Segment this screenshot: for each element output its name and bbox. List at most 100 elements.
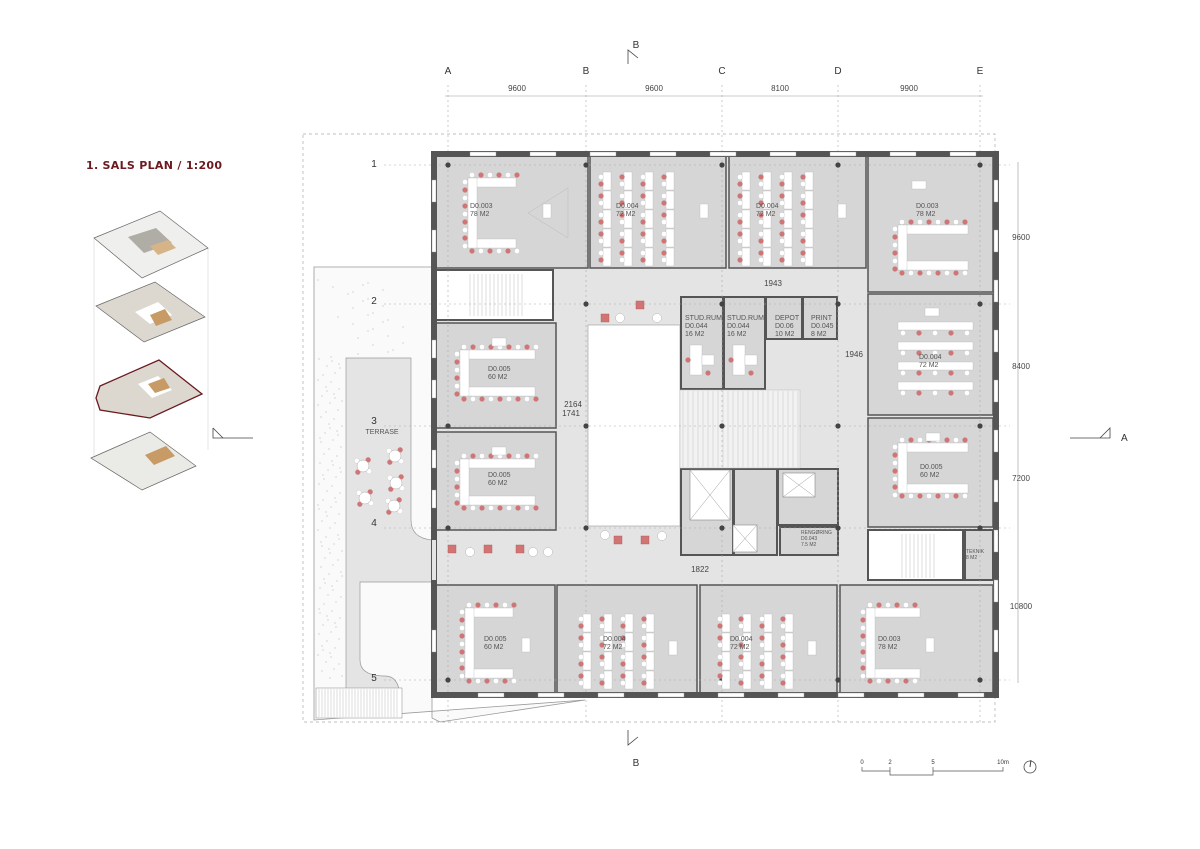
vegetation — [352, 323, 354, 325]
chair — [515, 453, 521, 459]
ground-level — [90, 431, 197, 491]
structural-column — [835, 677, 841, 683]
vegetation — [339, 617, 341, 619]
chair — [506, 396, 512, 402]
vegetation — [367, 314, 369, 316]
chair — [705, 370, 711, 376]
chair — [479, 344, 485, 350]
desk — [582, 670, 592, 690]
chair — [758, 193, 764, 199]
dimension-label: 9600 — [1012, 233, 1030, 242]
desk — [623, 190, 633, 210]
chair — [885, 602, 891, 608]
vegetation — [321, 670, 323, 672]
vegetation — [324, 557, 326, 559]
structural-column — [583, 423, 589, 429]
chair — [717, 616, 723, 622]
chair — [497, 396, 503, 402]
window — [477, 692, 505, 698]
desk — [897, 483, 969, 494]
desk — [603, 651, 613, 671]
chair — [454, 391, 460, 397]
structural-column — [719, 525, 725, 531]
chair — [953, 437, 959, 443]
chair — [779, 181, 785, 187]
window — [649, 151, 677, 157]
chair — [917, 437, 923, 443]
chair — [641, 635, 647, 641]
vegetation — [329, 652, 331, 654]
vegetation — [337, 534, 339, 536]
room-area: 60 M2 — [920, 472, 940, 479]
chair — [944, 493, 950, 499]
chair — [738, 635, 744, 641]
lounge-table — [615, 313, 625, 323]
chair — [461, 453, 467, 459]
chair — [466, 602, 472, 608]
chair — [717, 654, 723, 660]
vegetation — [340, 571, 342, 573]
vegetation — [331, 485, 333, 487]
window — [589, 151, 617, 157]
vegetation — [320, 441, 322, 443]
chair — [598, 250, 604, 256]
vegetation — [318, 358, 320, 360]
axis-label: B — [583, 66, 590, 77]
chair — [578, 661, 584, 667]
chair — [899, 270, 905, 276]
chair — [737, 231, 743, 237]
vegetation — [325, 511, 327, 513]
scale-tick: 2 — [888, 760, 892, 766]
room-area: 78 M2 — [878, 644, 898, 651]
chair — [953, 270, 959, 276]
room-area: 8 M2 — [811, 331, 827, 338]
chair — [619, 212, 625, 218]
chair — [497, 505, 503, 511]
vegetation — [329, 527, 331, 529]
chair — [892, 444, 898, 450]
chair — [598, 200, 604, 206]
chair — [748, 370, 754, 376]
vegetation — [336, 580, 338, 582]
chair — [598, 257, 604, 263]
chair — [479, 453, 485, 459]
axis-label: E — [977, 66, 984, 77]
vegetation — [341, 400, 343, 402]
chair — [599, 680, 605, 686]
chair — [533, 396, 539, 402]
desk — [897, 321, 974, 331]
desk — [783, 190, 793, 210]
room-code: D0.043 — [801, 536, 817, 542]
row-axis-labels: 1 2 3 4 5 9600 8400 7200 10800 — [371, 159, 1032, 684]
chair — [454, 500, 460, 506]
chair — [800, 212, 806, 218]
chair — [484, 678, 490, 684]
vegetation — [324, 582, 326, 584]
chair — [459, 641, 465, 647]
chair — [459, 609, 465, 615]
structural-column — [719, 423, 725, 429]
chair — [506, 505, 512, 511]
chair — [738, 623, 744, 629]
chair — [917, 493, 923, 499]
desk — [602, 190, 612, 210]
room-labels: D0.003 78 M2 D0.004 72 M2 D0.004 72 M2 D… — [470, 203, 985, 651]
vegetation — [330, 356, 332, 358]
lounge-table — [657, 531, 667, 541]
chair — [661, 231, 667, 237]
section-label: A — [1121, 433, 1128, 444]
chair — [759, 661, 765, 667]
room-area: 78 M2 — [916, 211, 936, 218]
chair — [962, 437, 968, 443]
section-marker-a-right: A — [1070, 427, 1128, 444]
vegetation — [330, 381, 332, 383]
vegetation — [339, 492, 341, 494]
chair — [620, 673, 626, 679]
window — [837, 692, 865, 698]
chair — [935, 219, 941, 225]
lounge-table — [528, 547, 538, 557]
desk — [742, 651, 752, 671]
structural-column — [719, 301, 725, 307]
chair — [737, 181, 743, 187]
